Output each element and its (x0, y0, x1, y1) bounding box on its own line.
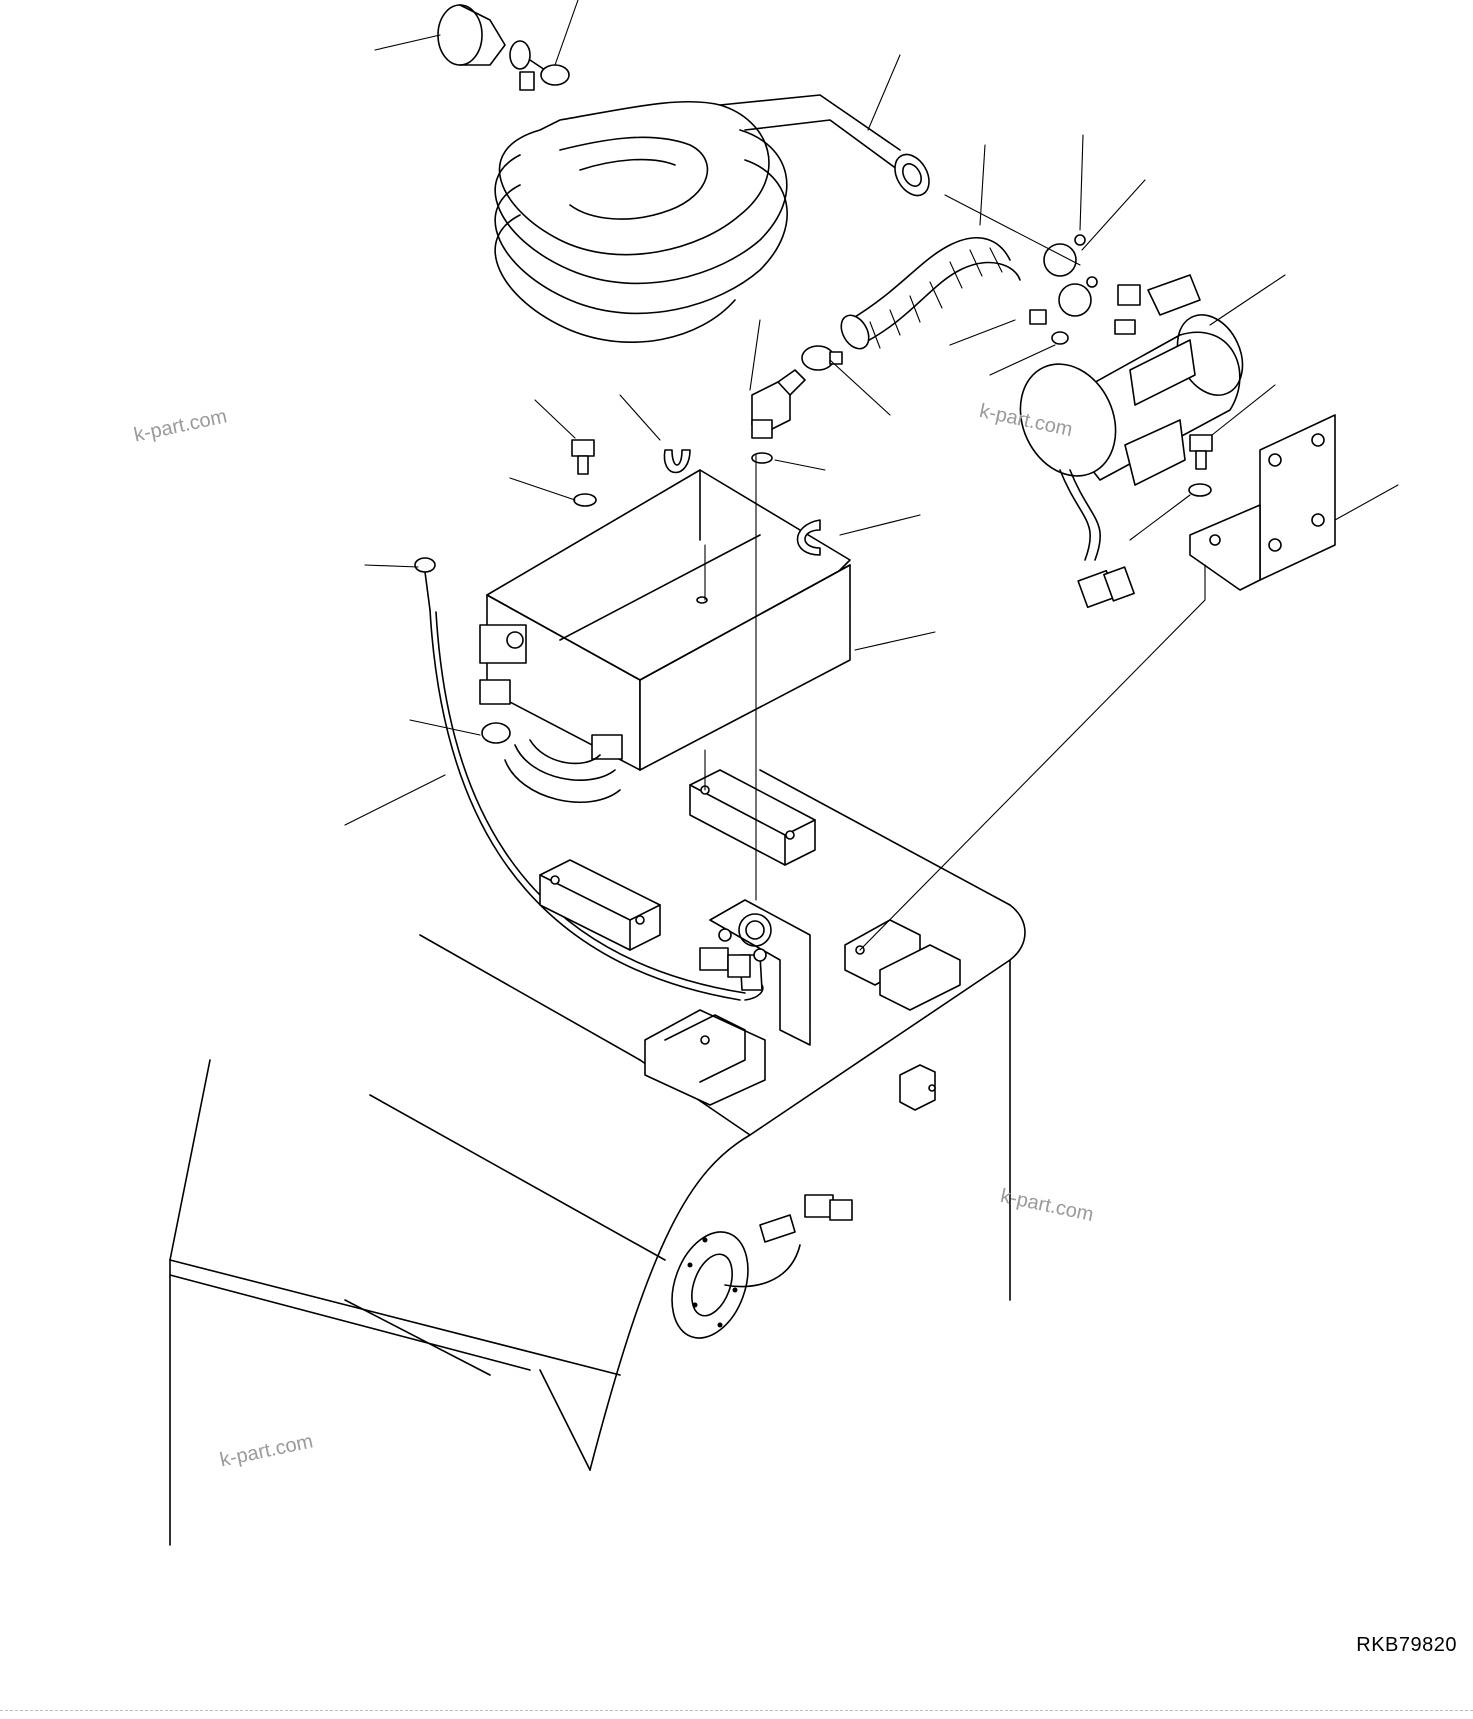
coiled-hose (494, 94, 930, 343)
elbow-fitting (751, 369, 806, 464)
mounting-bracket-right (1189, 414, 1336, 591)
corrugated-hose (840, 236, 1021, 350)
drawing-code: RKB79820 (1356, 1634, 1457, 1656)
leader-lines (344, 0, 1399, 951)
hose-fitting-top (437, 4, 570, 91)
hose-clamps (801, 234, 1098, 371)
tray-box (479, 449, 851, 771)
level-sender (671, 1194, 853, 1339)
mounting-blocks (539, 769, 961, 1111)
bottom-rule (0, 1710, 1473, 1711)
sensor-bracket (644, 899, 811, 1106)
pump-motor (1019, 274, 1244, 609)
bolts-washers (571, 309, 1213, 507)
tank-body (169, 769, 1026, 1546)
filler-cap (504, 739, 621, 803)
